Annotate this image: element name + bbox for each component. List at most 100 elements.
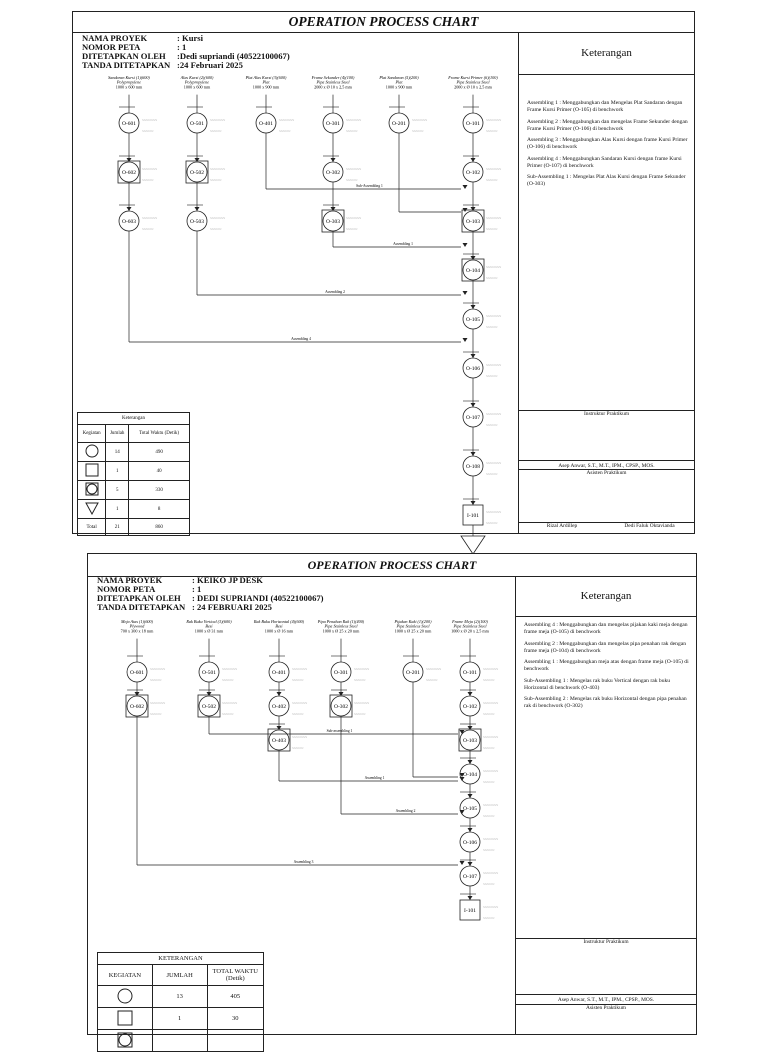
operation-note-line: ~~~~~~ <box>483 916 494 920</box>
signature-assistant-role: Asisten Praktikum <box>516 1004 696 1011</box>
operation-note-line: ~~~~~~~~ <box>142 216 157 220</box>
material-dimension: 1000 x 900 mm <box>253 84 280 89</box>
material-name: Rak Buku Horizontal (4)(600) <box>253 619 305 624</box>
operation-id: O-201 <box>406 670 420 676</box>
legend-total-label: Total <box>76 518 107 536</box>
signature-assistant-name: Asep Anwar, S.T., M.T., IPM., CPSP., MOS… <box>516 994 696 1003</box>
header-value: : 1 <box>192 584 202 594</box>
join-label: Sub-Assembling 1 <box>356 184 383 188</box>
header-value: : DEDI SUPRIANDI (40522100067) <box>192 593 324 603</box>
operation-note-line: ~~~~~~~~ <box>483 735 498 739</box>
material-dimension: 1000 x 600 mm <box>184 84 211 89</box>
material-name: Sandaran Kursi (1)(600) <box>108 75 150 80</box>
operation-note-line: ~~~~~~~~ <box>292 735 307 739</box>
arrow-head <box>330 158 336 162</box>
circle-symbol-icon <box>76 442 107 462</box>
operation-id: O-106 <box>463 840 477 846</box>
header-value: : 24 FEBRUARI 2025 <box>192 602 272 612</box>
arrow-head <box>194 207 200 211</box>
operation-id: O-302 <box>326 170 340 176</box>
material-type: Pipa Stainless Steel <box>395 624 430 629</box>
material-type: Pipa Stainless Steel <box>455 80 490 85</box>
note-item: Sub-Assembling 1 : Mengelas Plat Alas Ku… <box>527 174 686 187</box>
join-label: Assembling 4 <box>291 337 311 341</box>
legend-table: Keterangan Kegiatan Jumlah Total Waktu (… <box>76 412 190 536</box>
operation-id: O-108 <box>466 464 480 470</box>
operation-note-line: ~~~~~~ <box>354 712 365 716</box>
operation-note-line: ~~~~~~~~ <box>150 667 165 671</box>
operation-id: O-103 <box>466 219 480 225</box>
operation-note-line: ~~~~~~ <box>346 227 357 231</box>
legend-total-time: 860 <box>128 518 190 536</box>
arrow-head <box>194 158 200 162</box>
arrow-head <box>276 726 282 730</box>
note-item: Assembling 2 : Menggabungkan dan mengela… <box>524 640 687 654</box>
chart-title: OPERATION PROCESS CHART <box>88 554 696 577</box>
material-name: Plat Sandaran (5)(200) <box>378 75 419 80</box>
operation-note-line: ~~~~~~ <box>292 746 303 750</box>
header-key: DITETAPKAN OLEH <box>82 51 166 61</box>
arrow-head <box>467 862 473 866</box>
material-type: Besi <box>205 624 213 629</box>
arrow-head <box>470 501 476 505</box>
operation-note-line: ~~~~~~~~ <box>142 167 157 171</box>
operation-id: O-102 <box>463 704 477 710</box>
operation-note-line: ~~~~~~ <box>142 227 153 231</box>
header-key: NOMOR PETA <box>82 42 141 52</box>
operation-note-line: ~~~~~~ <box>346 129 357 133</box>
operation-note-line: ~~~~~~~~ <box>354 667 369 671</box>
operation-note-line: ~~~~~~~~ <box>222 667 237 671</box>
operation-note-line: ~~~~~~~~ <box>486 118 501 122</box>
header-key: NOMOR PETA <box>97 584 156 594</box>
operation-note-line: ~~~~~~ <box>150 678 161 682</box>
header-value: :Dedi supriandi (40522100067) <box>177 51 290 61</box>
operation-id: O-401 <box>272 670 286 676</box>
operation-note-line: ~~~~~~~~ <box>483 769 498 773</box>
operation-note-line: ~~~~~~ <box>210 178 221 182</box>
operation-note-line: ~~~~~~~~ <box>210 118 225 122</box>
operation-note-line: ~~~~~~~~ <box>346 216 361 220</box>
arrow-head <box>459 861 465 865</box>
material-name: Meja Atas (1)(600) <box>120 619 154 624</box>
notes-list: Assembling 4 : Menggabungkan dan mengela… <box>524 622 692 715</box>
operation-note-line: ~~~~~~~~ <box>486 412 501 416</box>
operation-id: O-107 <box>463 874 477 880</box>
operation-note-line: ~~~~~~ <box>483 814 494 818</box>
panel-title: Keterangan <box>516 576 696 617</box>
operation-id: O-503 <box>190 219 204 225</box>
operation-note-line: ~~~~~~~~ <box>412 118 427 122</box>
material-name: Rak Buku Vertical (3)(600) <box>185 619 232 624</box>
arrow-head <box>459 810 465 814</box>
arrow-head <box>126 158 132 162</box>
operation-note-line: ~~~~~~~~ <box>150 701 165 705</box>
header-key: NAMA PROYEK <box>97 575 163 585</box>
operation-note-line: ~~~~~~ <box>346 178 357 182</box>
operation-id: O-106 <box>466 366 480 372</box>
opc-sheet-kursi: OPERATION PROCESS CHART NAMA PROYEK: Kur… <box>72 11 695 555</box>
project-header: NAMA PROYEK: Kursi NOMOR PETA: 1 DITETAP… <box>82 34 290 70</box>
panel-title: Keterangan <box>519 32 694 75</box>
operation-id: O-501 <box>190 121 204 127</box>
material-type: Plat <box>262 80 271 85</box>
note-item: Assembling 1 : Menggabungkan meja atas d… <box>524 659 689 672</box>
arrow-head <box>330 207 336 211</box>
operation-note-line: ~~~~~~~~ <box>292 701 307 705</box>
operation-note-line: ~~~~~~~~ <box>486 363 501 367</box>
note-item: Assembling 4 : Menggabungkan Sandaran Ku… <box>527 155 682 169</box>
operation-id: O-502 <box>202 704 216 710</box>
material-dimension: 1000 x 900 mm <box>386 84 413 89</box>
operation-note-line: ~~~~~~ <box>483 678 494 682</box>
operation-id: O-502 <box>190 170 204 176</box>
operation-note-line: ~~~~~~ <box>486 129 497 133</box>
arrow-head <box>206 692 212 696</box>
material-type: Pipa Stainless Steel <box>315 80 350 85</box>
material-name: Alas Kursi (2)(600) <box>180 75 214 80</box>
operation-id: O-403 <box>272 738 286 744</box>
join-label: Assembling 2 <box>396 809 416 813</box>
operation-id: I-101 <box>464 908 476 914</box>
arrow-head <box>462 208 468 212</box>
operation-id: O-201 <box>392 121 406 127</box>
storage-symbol <box>460 535 486 555</box>
operation-id: O-402 <box>272 704 286 710</box>
